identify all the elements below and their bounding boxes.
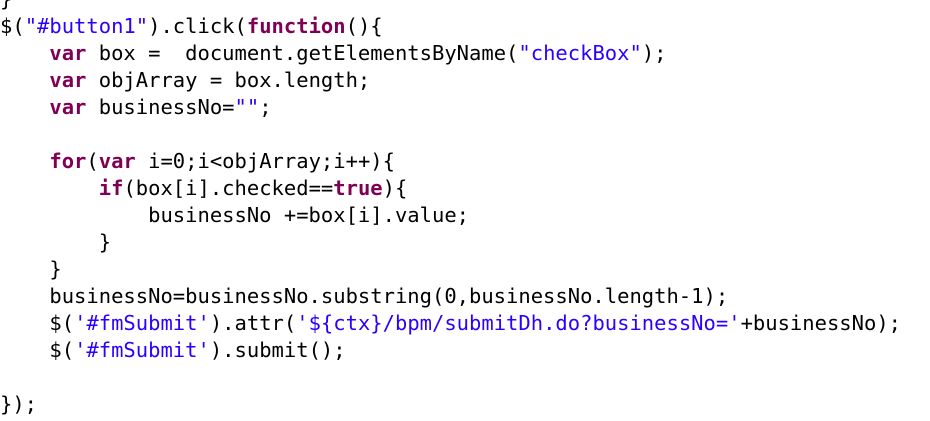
- code-text: }: [0, 0, 12, 11]
- code-string: "#button1": [24, 14, 149, 38]
- code-string: '${ctx}/bpm/submitDh.do?businessNo=': [296, 311, 741, 335]
- code-line: $('#fmSubmit').attr('${ctx}/bpm/submitDh…: [0, 310, 901, 337]
- code-text: +businessNo);: [740, 311, 902, 335]
- code-string: "": [234, 95, 260, 119]
- code-text: }: [0, 257, 62, 281]
- code-text: $(: [0, 311, 75, 335]
- code-line: businessNo=businessNo.substring(0,busine…: [0, 283, 728, 310]
- code-text: }: [0, 230, 112, 254]
- code-text: });: [0, 392, 38, 416]
- code-text: businessNo=businessNo.substring(0,busine…: [0, 284, 729, 308]
- code-keyword: var: [98, 149, 136, 173]
- code-keyword: var: [49, 95, 87, 119]
- code-text: businessNo=: [86, 95, 235, 119]
- code-text: );: [641, 41, 667, 65]
- code-line: });: [0, 391, 37, 418]
- code-keyword: for: [49, 149, 87, 173]
- code-text: [0, 176, 99, 200]
- code-text: (box[i].checked==: [123, 176, 334, 200]
- code-text: (: [86, 149, 99, 173]
- code-text: [0, 149, 49, 173]
- code-text: $(: [0, 14, 25, 38]
- code-text: [0, 68, 49, 92]
- code-keyword: var: [49, 68, 87, 92]
- code-keyword: function: [246, 14, 346, 38]
- code-text: [0, 95, 49, 119]
- code-text: i=0;i<objArray;i++){: [135, 149, 395, 173]
- code-text: ){: [382, 176, 408, 200]
- code-text: $(: [0, 338, 75, 362]
- code-keyword: if: [98, 176, 124, 200]
- code-text: ;: [259, 95, 272, 119]
- code-line: businessNo +=box[i].value;: [0, 202, 469, 229]
- code-line: $('#fmSubmit').submit();: [0, 337, 346, 364]
- code-string: '#fmSubmit': [74, 338, 210, 362]
- code-line: var businessNo="";: [0, 94, 272, 121]
- code-text: [0, 41, 49, 65]
- code-text: ).attr(: [209, 311, 297, 335]
- code-keyword: true: [333, 176, 383, 200]
- code-text: businessNo +=box[i].value;: [0, 203, 469, 227]
- code-text: ).click(: [148, 14, 247, 38]
- code-line: var objArray = box.length;: [0, 67, 370, 94]
- code-text: objArray = box.length;: [86, 68, 371, 92]
- code-keyword: var: [49, 41, 87, 65]
- code-line: $("#button1").click(function(){: [0, 13, 383, 40]
- code-line: }: [0, 256, 62, 283]
- code-line: }: [0, 0, 12, 13]
- code-line: }: [0, 229, 111, 256]
- code-string: "checkBox": [518, 41, 642, 65]
- code-text: (){: [345, 14, 383, 38]
- code-string: '#fmSubmit': [74, 311, 210, 335]
- code-line: for(var i=0;i<objArray;i++){: [0, 148, 395, 175]
- code-text: box = document.getElementsByName(: [86, 41, 519, 65]
- code-text: ).submit();: [209, 338, 346, 362]
- code-line: if(box[i].checked==true){: [0, 175, 408, 202]
- code-line: var box = document.getElementsByName("ch…: [0, 40, 667, 67]
